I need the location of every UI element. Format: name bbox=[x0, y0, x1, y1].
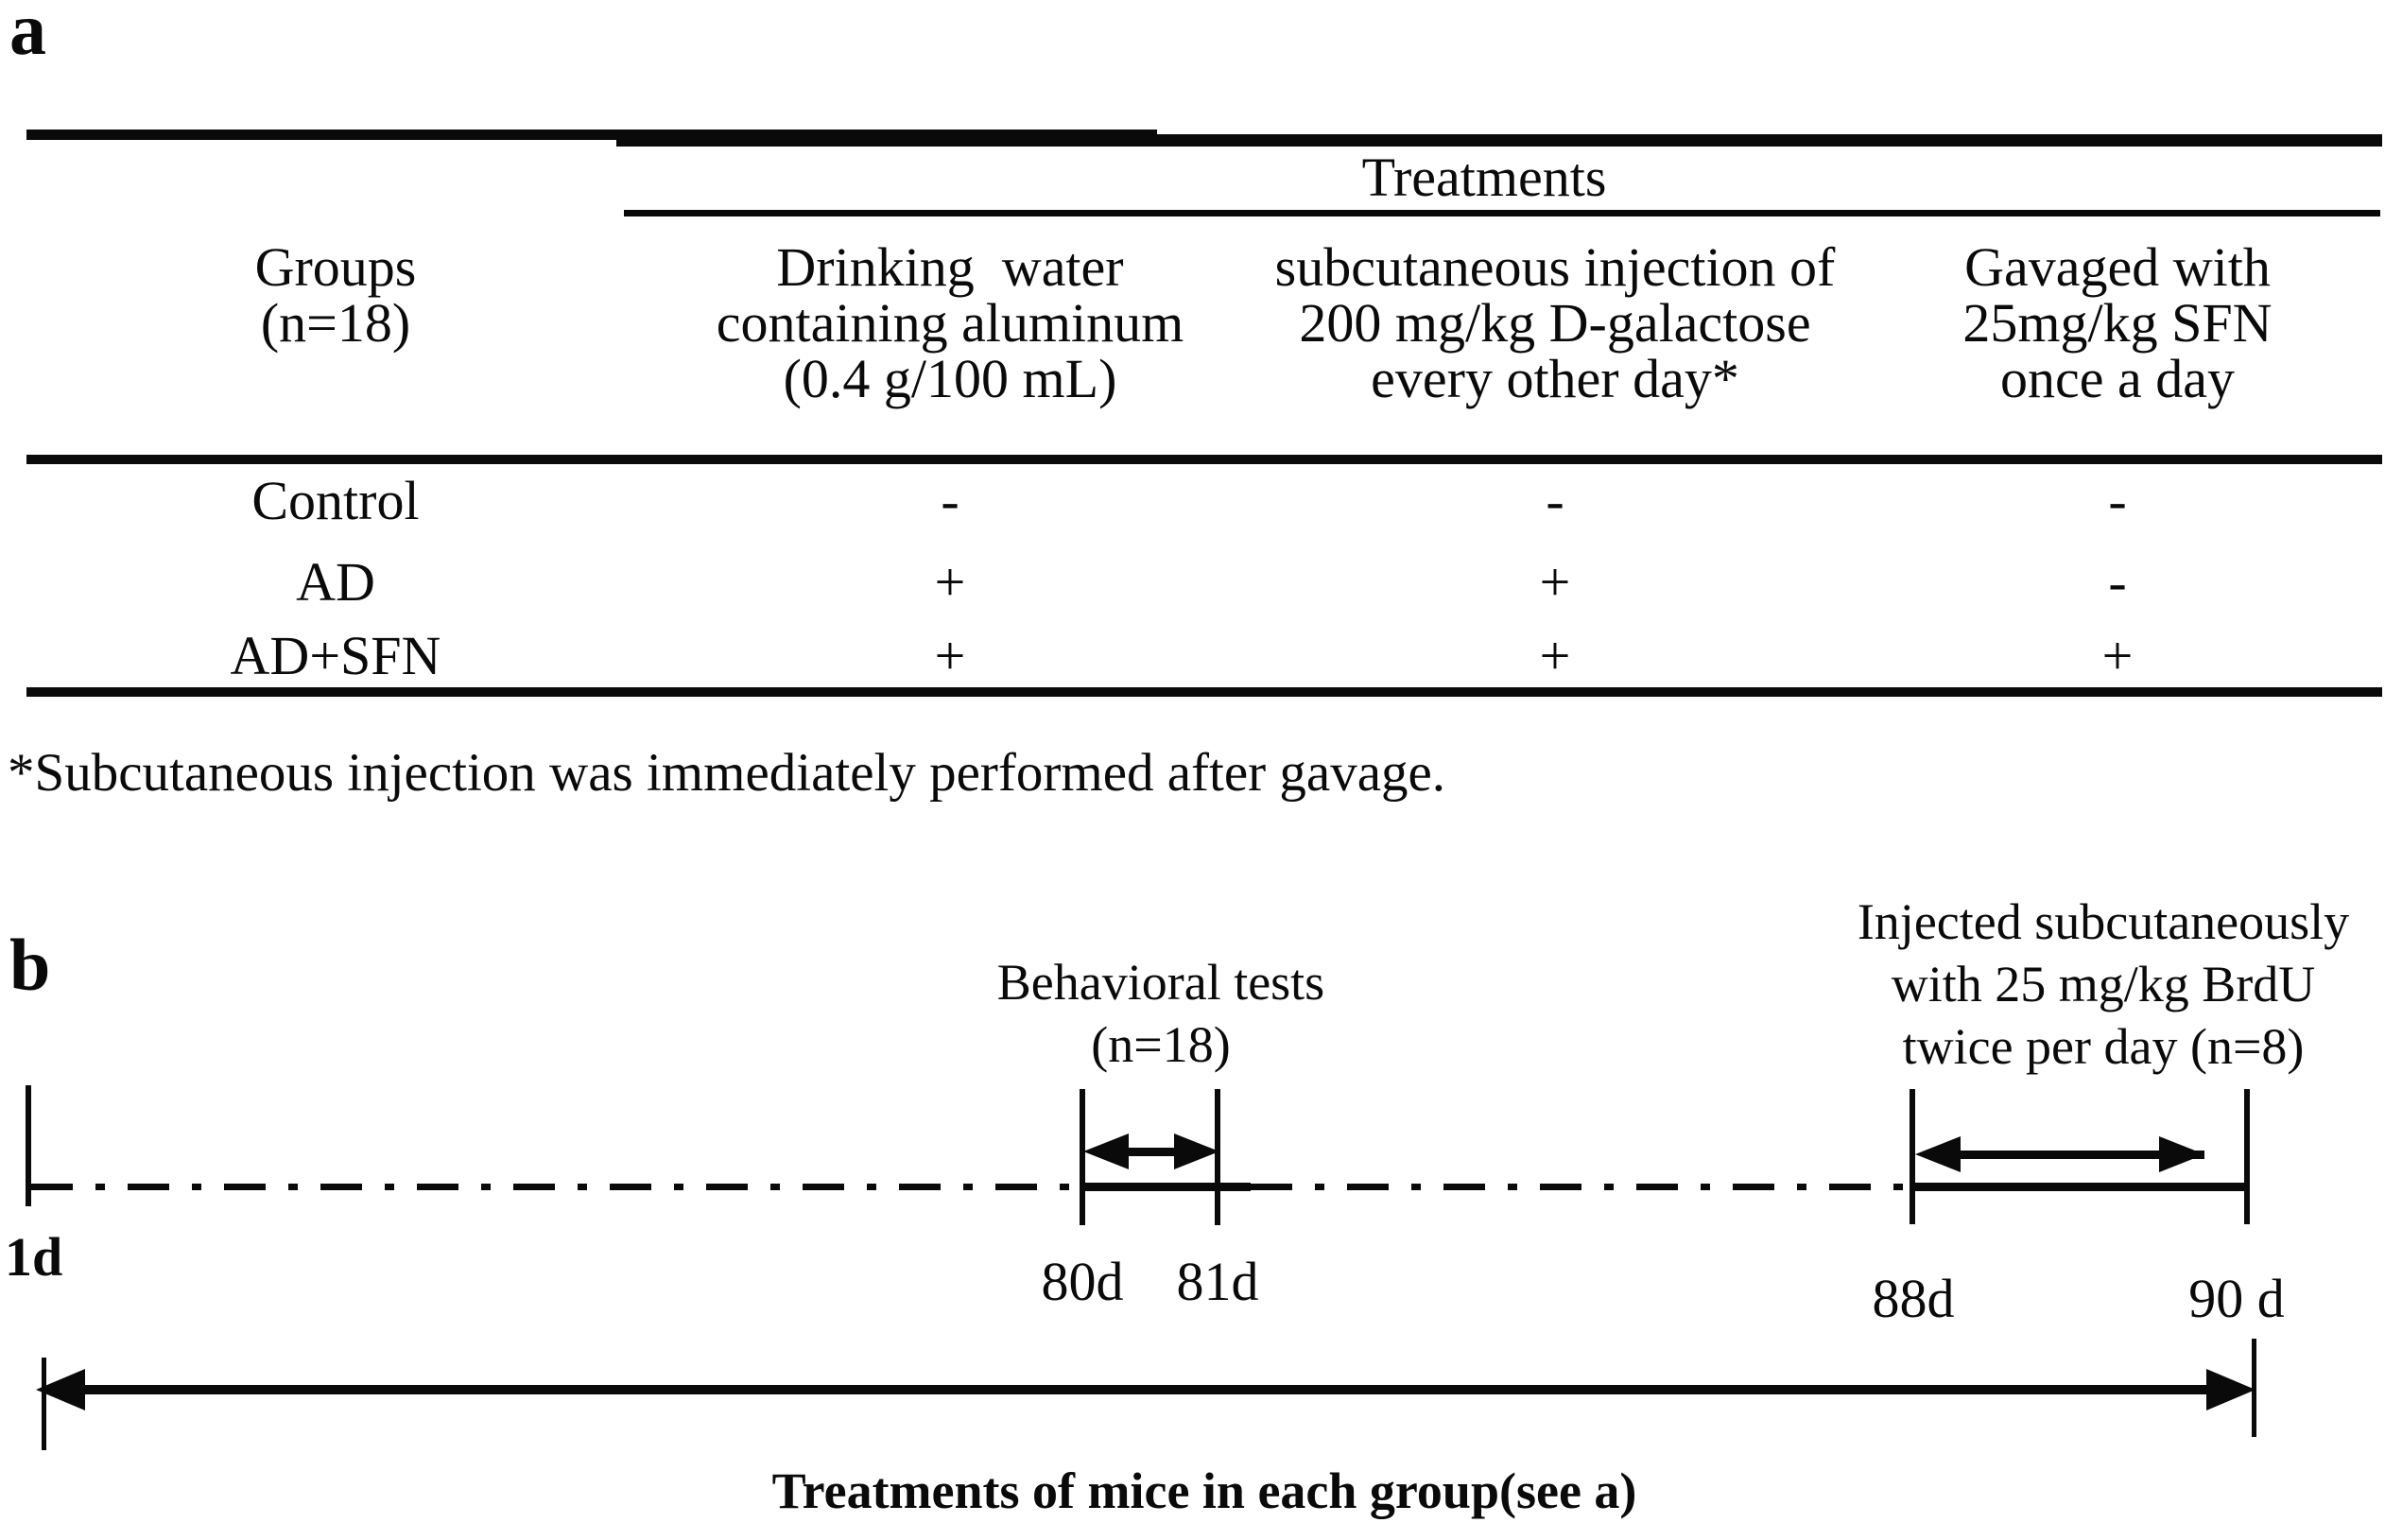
arrow-right-head-icon bbox=[2206, 1369, 2255, 1410]
row-group-label: AD bbox=[296, 551, 375, 613]
column-header-line: (0.4 g/100 mL) bbox=[783, 348, 1117, 409]
column-header-line: once a day bbox=[2000, 348, 2235, 409]
column-header-line: subcutaneous injection of bbox=[1274, 236, 1836, 298]
table-top-rule-right bbox=[616, 134, 2382, 147]
arrow-right-head-icon bbox=[2159, 1136, 2204, 1172]
row-group-label: Control bbox=[251, 470, 420, 531]
column-header-line: Groups bbox=[254, 236, 417, 298]
row-value: + bbox=[934, 551, 966, 613]
row-value: + bbox=[934, 625, 966, 686]
column-header-gavage: Gavaged with 25mg/kg SFN once a day bbox=[1853, 239, 2382, 407]
column-header-line: Gavaged with bbox=[1964, 236, 2271, 298]
timeline-tick-90d bbox=[2244, 1089, 2250, 1224]
row-value: - bbox=[1546, 470, 1564, 531]
row-value: + bbox=[1539, 625, 1571, 686]
column-header-line: 25mg/kg SFN bbox=[1962, 292, 2273, 354]
brdu-injection-note: Injected subcutaneously with 25 mg/kg Br… bbox=[1820, 891, 2385, 1078]
table-top-rule-left bbox=[26, 130, 1157, 140]
behavioral-tests-note: Behavioral tests (n=18) bbox=[877, 951, 1444, 1076]
row-value: + bbox=[2101, 625, 2134, 686]
brdu-injection-line: Injected subcutaneously bbox=[1857, 893, 2350, 950]
timeline-solid-segment-80-81 bbox=[1082, 1183, 1251, 1191]
table-header-rule bbox=[26, 455, 2382, 464]
row-value: - bbox=[2108, 470, 2127, 531]
row-value: - bbox=[941, 470, 959, 531]
column-header-line: Drinking water bbox=[776, 236, 1124, 298]
column-header-line: (n=18) bbox=[260, 292, 411, 354]
timeline-tick-88d bbox=[1910, 1089, 1915, 1224]
behavioral-tests-line: (n=18) bbox=[1091, 1016, 1231, 1073]
timeline-label-88d: 88d bbox=[1872, 1268, 1955, 1329]
panel-b-caption: Treatments of mice in each group(see a) bbox=[771, 1462, 1637, 1519]
timeline-label-81d: 81d bbox=[1176, 1251, 1259, 1312]
behavioral-tests-line: Behavioral tests bbox=[996, 954, 1325, 1011]
row-value: + bbox=[1539, 551, 1571, 613]
timeline-label-80d: 80d bbox=[1041, 1251, 1124, 1312]
table-footnote: *Subcutaneous injection was immediately … bbox=[8, 743, 1446, 803]
panel-b-label: b bbox=[9, 924, 51, 1006]
timeline-tick-80d bbox=[1080, 1089, 1085, 1225]
treatments-span-header: Treatments bbox=[1361, 147, 1607, 208]
column-header-groups: Groups (n=18) bbox=[28, 239, 643, 351]
table-bottom-rule bbox=[26, 687, 2382, 697]
arrow-bar bbox=[1957, 1151, 2204, 1159]
column-header-injection: subcutaneous injection of 200 mg/kg D-ga… bbox=[1257, 239, 1853, 407]
arrow-left-head-icon bbox=[1915, 1136, 1961, 1172]
row-group-label: AD+SFN bbox=[230, 625, 441, 686]
column-header-line: every other day* bbox=[1371, 348, 1739, 409]
treatments-underline-rule bbox=[624, 210, 2380, 216]
column-header-drinking-water: Drinking water containing aluminum (0.4 … bbox=[643, 239, 1257, 407]
arrow-left-head-icon bbox=[36, 1369, 85, 1410]
column-header-line: containing aluminum bbox=[716, 292, 1184, 354]
brdu-injection-line: with 25 mg/kg BrdU bbox=[1891, 956, 2316, 1012]
timeline-solid-segment-88-90 bbox=[1912, 1183, 2249, 1191]
brdu-injection-line: twice per day (n=8) bbox=[1902, 1018, 2305, 1075]
timeline-tick-1d bbox=[26, 1085, 31, 1206]
column-header-line: 200 mg/kg D-galactose bbox=[1299, 292, 1811, 354]
timeline-dashdot-segment-2 bbox=[1251, 1184, 1912, 1190]
arrow-bar bbox=[1121, 1148, 1182, 1156]
panel-a-label: a bbox=[9, 0, 46, 70]
arrow-right-head-icon bbox=[1174, 1133, 1219, 1169]
timeline-label-90d: 90 d bbox=[2188, 1268, 2285, 1329]
timeline-label-1d: 1d bbox=[5, 1226, 63, 1288]
row-value: - bbox=[2108, 551, 2127, 613]
timeline-dashdot-segment-1 bbox=[31, 1184, 1082, 1190]
arrow-bar bbox=[79, 1385, 2212, 1394]
